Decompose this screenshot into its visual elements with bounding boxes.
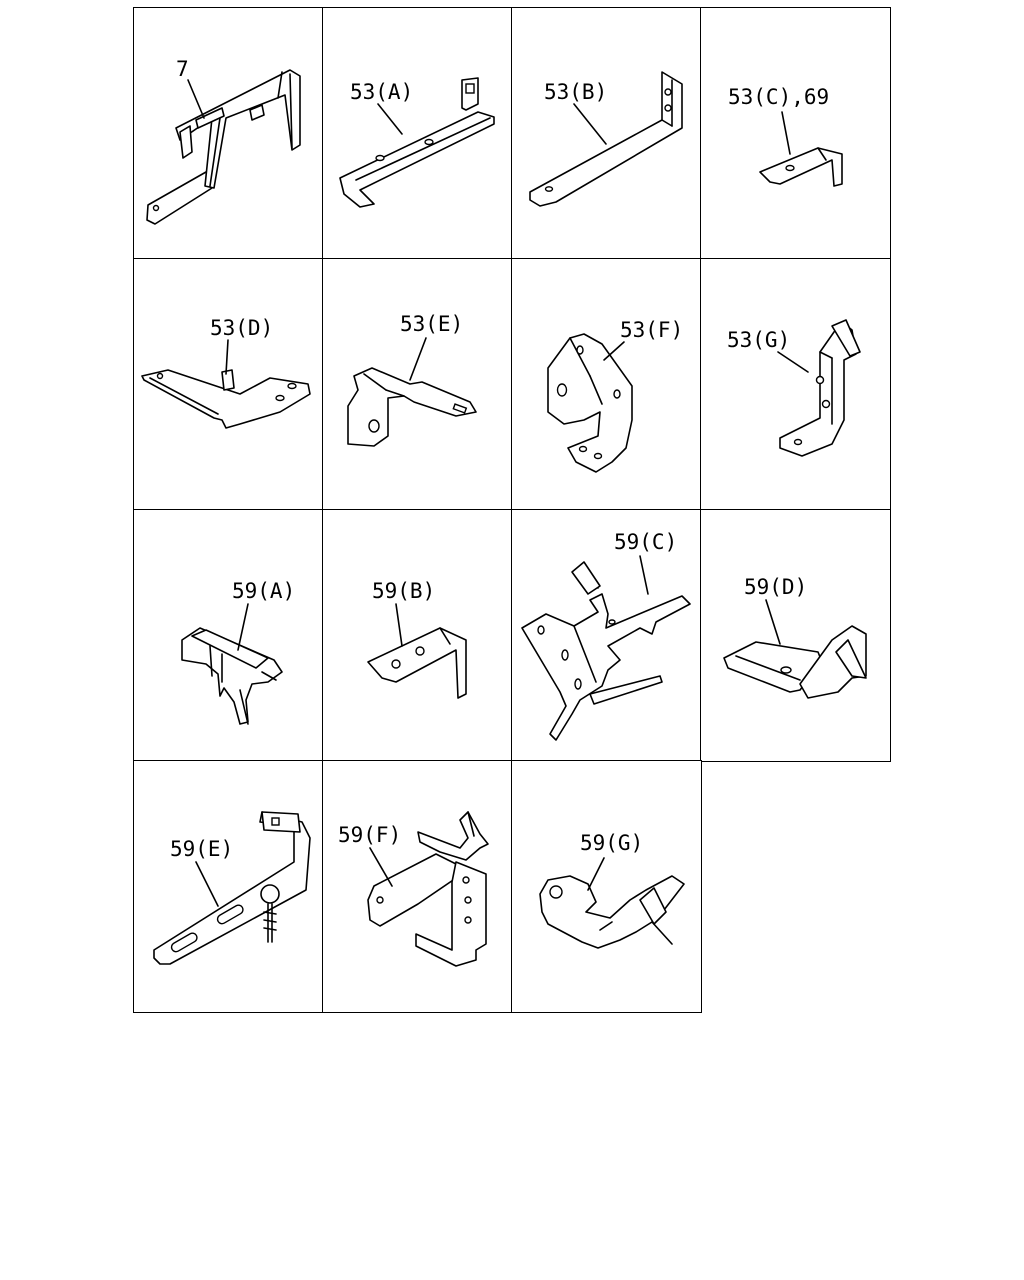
part-59g-drawing <box>539 875 685 949</box>
part-59c-drawing <box>521 561 691 741</box>
cell-53c <box>700 7 891 260</box>
leader-53d <box>225 339 229 375</box>
leader-59b <box>395 603 403 647</box>
part-53a-drawing <box>339 77 495 208</box>
leader-53c <box>781 111 791 155</box>
cell-59b <box>322 509 513 762</box>
part-7-drawing <box>146 69 301 225</box>
label-53c: 53(C),69 <box>728 85 829 109</box>
leader-53e <box>409 337 427 381</box>
label-53b: 53(B) <box>544 80 607 104</box>
leader-59f <box>369 847 393 887</box>
label-59c: 59(C) <box>614 530 677 554</box>
label-59f: 59(F) <box>338 823 401 847</box>
label-53f: 53(F) <box>620 318 683 342</box>
cell-53g <box>700 258 891 511</box>
part-53e-drawing <box>347 367 477 447</box>
part-59f-drawing <box>367 811 489 967</box>
part-59e-drawing <box>153 811 311 965</box>
leader-53f <box>603 341 625 361</box>
leader-59e <box>195 861 219 907</box>
cell-59a <box>133 509 324 762</box>
leader-59g <box>587 857 605 891</box>
part-53d-drawing <box>141 369 311 429</box>
leader-59a <box>237 603 249 651</box>
label-53g: 53(G) <box>727 328 790 352</box>
label-53d: 53(D) <box>210 316 273 340</box>
leader-59c <box>639 555 649 595</box>
part-59d-drawing <box>723 625 867 699</box>
leader-7 <box>187 79 205 119</box>
cell-53a <box>322 7 513 260</box>
leader-53g <box>777 351 809 373</box>
part-53c-drawing <box>759 147 843 187</box>
label-59a: 59(A) <box>232 579 295 603</box>
label-53a: 53(A) <box>350 80 413 104</box>
part-53b-drawing <box>529 71 683 207</box>
part-53f-drawing <box>547 333 633 473</box>
part-59a-drawing <box>181 627 283 725</box>
label-59e: 59(E) <box>170 837 233 861</box>
label-59g: 59(G) <box>580 831 643 855</box>
leader-59d <box>765 599 781 645</box>
leader-53a <box>377 103 403 135</box>
leader-53b <box>573 103 607 145</box>
label-53e: 53(E) <box>400 312 463 336</box>
label-7: 7 <box>176 57 189 81</box>
label-59b: 59(B) <box>372 579 435 603</box>
part-59b-drawing <box>367 627 467 699</box>
part-53g-drawing <box>779 319 861 457</box>
label-59d: 59(D) <box>744 575 807 599</box>
